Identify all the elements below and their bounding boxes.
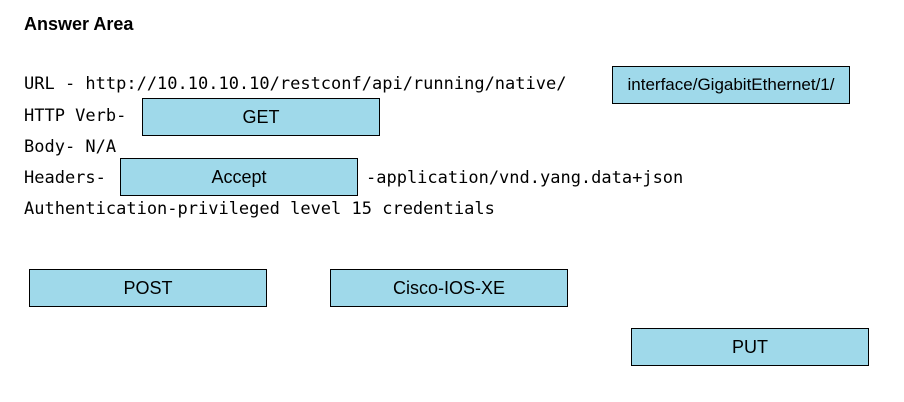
authentication-label: Authentication-privileged level 15 crede… xyxy=(24,199,495,219)
body-label: Body- N/A xyxy=(24,137,117,157)
headers-suffix: -application/vnd.yang.data+json xyxy=(366,168,684,188)
url-label: URL - http://10.10.10.10/restconf/api/ru… xyxy=(24,74,567,94)
header-drop-target[interactable]: Accept xyxy=(120,158,358,196)
option-cisco-ios-xe[interactable]: Cisco-IOS-XE xyxy=(330,269,568,307)
url-drop-target[interactable]: interface/GigabitEthernet/1/ xyxy=(612,66,850,104)
option-post[interactable]: POST xyxy=(29,269,267,307)
http-verb-label: HTTP Verb- xyxy=(24,106,127,126)
answer-area-title: Answer Area xyxy=(24,14,134,34)
headers-label: Headers- xyxy=(24,168,106,188)
option-put[interactable]: PUT xyxy=(631,328,869,366)
verb-drop-target[interactable]: GET xyxy=(142,98,380,136)
